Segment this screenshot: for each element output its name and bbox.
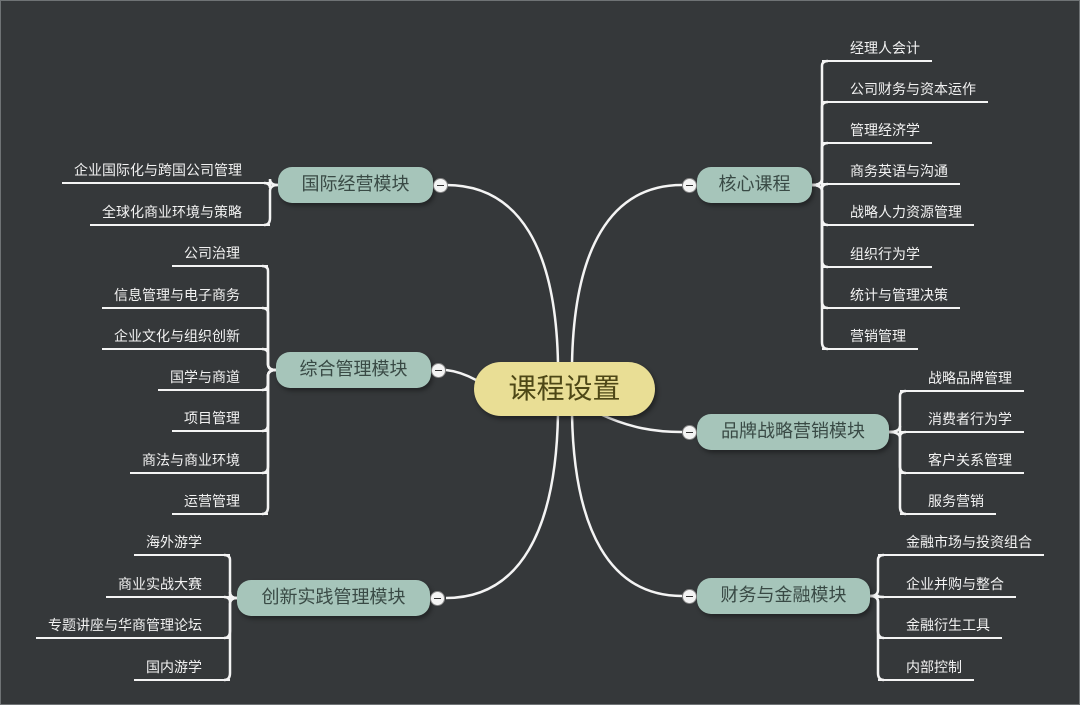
topic-innov[interactable]: 创新实践管理模块 (237, 580, 430, 616)
collapse-toggle-icon[interactable] (682, 589, 697, 604)
collapse-toggle-icon[interactable] (430, 591, 445, 606)
subtopic-item[interactable]: 战略品牌管理 (900, 370, 1024, 392)
subtopic-item[interactable]: 企业并购与整合 (878, 576, 1016, 598)
branch-connector-core (570, 183, 683, 365)
subtopic-item[interactable]: 管理经济学 (822, 122, 932, 144)
subtopic-item[interactable]: 海外游学 (134, 534, 230, 556)
subtopic-item[interactable]: 商法与商业环境 (130, 452, 268, 474)
collapse-toggle-icon[interactable] (433, 178, 448, 193)
subtopic-item[interactable]: 项目管理 (172, 410, 268, 432)
subtopic-item[interactable]: 企业国际化与跨国公司管理 (62, 162, 270, 184)
subtopic-item[interactable]: 运营管理 (172, 493, 268, 515)
branch-connector-intl (445, 183, 560, 365)
subtopic-item[interactable]: 商务英语与沟通 (822, 163, 960, 185)
subtopic-item[interactable]: 经理人会计 (822, 40, 932, 62)
subtopic-item[interactable]: 客户关系管理 (900, 452, 1024, 474)
subtopic-item[interactable]: 组织行为学 (822, 246, 932, 268)
subtopic-item[interactable]: 信息管理与电子商务 (102, 287, 268, 309)
branch-connector-fin (570, 413, 683, 598)
subtopic-item[interactable]: 企业文化与组织创新 (102, 328, 268, 350)
subtopic-item[interactable]: 内部控制 (878, 659, 974, 681)
subtopic-item[interactable]: 统计与管理决策 (822, 287, 960, 309)
subtopic-item[interactable]: 专题讲座与华商管理论坛 (36, 617, 230, 639)
collapse-toggle-icon[interactable] (431, 363, 446, 378)
topic-fin[interactable]: 财务与金融模块 (697, 578, 870, 614)
branch-connector-mgmt (445, 368, 477, 382)
collapse-toggle-icon[interactable] (682, 425, 697, 440)
subtopic-item[interactable]: 金融市场与投资组合 (878, 534, 1044, 556)
topic-brand[interactable]: 品牌战略营销模块 (697, 414, 889, 450)
subtopic-item[interactable]: 公司治理 (172, 245, 268, 267)
subtopic-item[interactable]: 国学与商道 (158, 369, 268, 391)
subtopic-item[interactable]: 服务营销 (900, 493, 996, 515)
topic-core[interactable]: 核心课程 (697, 167, 812, 203)
subtopic-item[interactable]: 全球化商业环境与策略 (90, 204, 270, 226)
branch-connector-brand (599, 412, 683, 434)
subtopic-item[interactable]: 消费者行为学 (900, 411, 1024, 433)
branch-connector-innov (445, 413, 560, 600)
central-topic[interactable]: 课程设置 (474, 362, 655, 416)
subtopic-connector (261, 347, 277, 372)
topic-intl[interactable]: 国际经营模块 (278, 167, 433, 203)
collapse-toggle-icon[interactable] (682, 178, 697, 193)
subtopic-item[interactable]: 商业实战大赛 (106, 576, 230, 598)
subtopic-item[interactable]: 营销管理 (822, 328, 918, 350)
subtopic-item[interactable]: 金融衍生工具 (878, 617, 1002, 639)
topic-mgmt[interactable]: 综合管理模块 (276, 352, 431, 388)
subtopic-item[interactable]: 公司财务与资本运作 (822, 81, 988, 103)
subtopic-item[interactable]: 战略人力资源管理 (822, 204, 974, 226)
subtopic-item[interactable]: 国内游学 (134, 659, 230, 681)
